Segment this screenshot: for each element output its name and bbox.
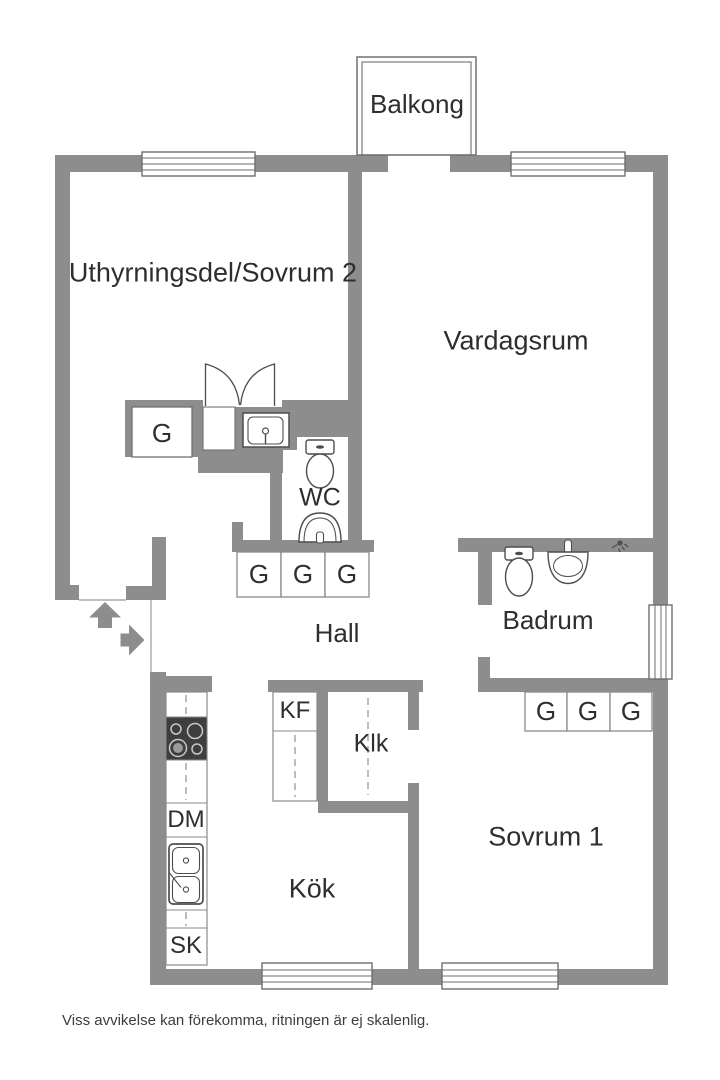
wall-klk-top <box>268 680 423 692</box>
wardrobe-label-hall-3: G <box>336 559 358 589</box>
window-kitchen <box>261 962 373 990</box>
wall-nook-left <box>125 400 132 457</box>
wall-nook-bottom <box>198 450 283 473</box>
wall-bathroom-left-upper <box>478 552 492 605</box>
window-rental-room <box>141 151 256 177</box>
disclaimer-text: Viss avvikelse kan förekomma, ritningen … <box>62 1012 430 1029</box>
windows <box>141 151 673 990</box>
wall-bathroom-top <box>458 538 668 552</box>
wall-right <box>653 155 668 985</box>
bathroom-toilet-icon <box>504 546 534 597</box>
wall-hall-wardrobe-stub <box>232 522 243 546</box>
wall-wc-left <box>270 437 282 540</box>
wall-left <box>55 155 70 600</box>
window-bathroom <box>648 604 673 680</box>
nook-sink-icon <box>242 412 290 448</box>
room-label-sovrum-1: Sovrum 1 <box>488 821 604 852</box>
wall-klk-divider <box>317 692 328 801</box>
wardrobe-boxes <box>131 406 653 732</box>
room-label-klk: Klk <box>353 729 389 758</box>
window-bedroom-1 <box>441 962 559 990</box>
wardrobe-label-hall-2: G <box>292 559 314 589</box>
wall-top-3 <box>450 155 511 172</box>
wall-entry-foot <box>126 586 166 600</box>
rental-room-nook <box>202 363 290 451</box>
wall-kitchen-bedroom-divider <box>408 783 419 969</box>
room-label-uthyrningsdel: Uthyrningsdel/Sovrum 2 <box>68 257 358 288</box>
wall-kitchen-top <box>150 676 212 692</box>
wardrobe-box-bedroom-2 <box>566 691 611 732</box>
wardrobe-box-rental <box>131 406 193 458</box>
wardrobe-label-bedroom-2: G <box>577 696 599 726</box>
threshold-lines <box>79 599 152 672</box>
wardrobe-box-hall-2 <box>280 551 326 598</box>
kf-column <box>272 691 318 802</box>
wc-sink-icon <box>298 512 342 544</box>
kitchen-counter <box>165 691 369 966</box>
wall-room-divider <box>348 171 362 548</box>
shower-icon <box>611 540 629 553</box>
wall-top-2 <box>255 155 388 172</box>
bathroom-sink-icon <box>547 539 589 585</box>
wc-fixtures <box>298 439 342 544</box>
wardrobe-box-hall-1 <box>236 551 282 598</box>
wall-top-1 <box>55 155 142 172</box>
room-label-kok: Kök <box>288 873 336 904</box>
balcony-inner-line <box>361 61 472 156</box>
wardrobe-box-hall-3 <box>324 551 370 598</box>
fridge-freezer-unit <box>272 691 318 802</box>
room-label-balkong: Balkong <box>370 89 464 119</box>
stove-icon <box>166 717 207 760</box>
cabinet-label-sk: SK <box>169 932 203 959</box>
wall-hall-wardrobe-strip <box>232 540 374 552</box>
room-label-vardagsrum: Vardagsrum <box>443 325 589 356</box>
wall-nook-top <box>125 400 192 407</box>
kitchen-sink-icon <box>168 843 204 905</box>
entry-arrow-up-icon <box>89 602 121 628</box>
wall-klk-bottom <box>318 801 419 813</box>
wardrobe-label-rental: G <box>151 418 173 448</box>
wardrobe-label-bedroom-1: G <box>535 696 557 726</box>
fridge-freezer-label: KF <box>279 697 311 724</box>
bathroom-fixtures <box>504 539 629 597</box>
wall-bottom <box>150 969 668 985</box>
room-label-hall: Hall <box>314 618 360 648</box>
wall-kitchen-left <box>150 672 166 985</box>
entry-arrows <box>89 602 145 656</box>
nook-plain-box <box>202 406 236 451</box>
wc-toilet-icon <box>305 439 335 489</box>
dishwasher-label: DM <box>167 806 205 833</box>
wall-left-foot <box>55 585 79 600</box>
wardrobe-box-bedroom-3 <box>609 691 653 732</box>
wardrobe-label-bedroom-3: G <box>620 696 642 726</box>
wall-nook-mid <box>192 400 203 457</box>
double-door-icon <box>204 363 276 406</box>
wardrobe-label-hall-1: G <box>248 559 270 589</box>
room-label-wc: WC <box>299 483 341 512</box>
wall-wc-top-block <box>282 400 348 437</box>
window-living-room <box>510 151 626 177</box>
entry-arrow-right-icon <box>120 624 145 656</box>
wall-bathroom-bottom <box>478 678 668 692</box>
balcony-outer-line <box>356 56 477 156</box>
balcony-outline <box>356 56 477 156</box>
wall-entry-stub <box>152 537 166 600</box>
room-label-badrum: Badrum <box>502 605 594 635</box>
wall-klk-stub-upper <box>408 692 419 730</box>
